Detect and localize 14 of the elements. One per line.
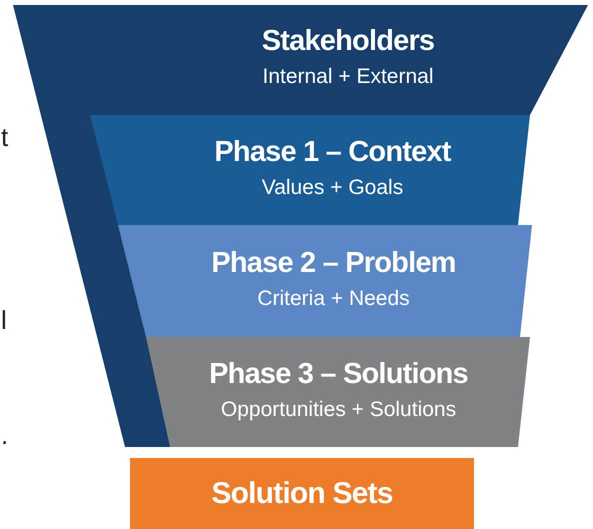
band-title: Stakeholders [260, 25, 436, 58]
band-subtitle: Criteria + Needs [256, 287, 411, 311]
band-title: Phase 3 – Solutions [208, 358, 469, 391]
band-title: Phase 1 – Context [213, 136, 452, 169]
cut-off-text: . [1, 420, 8, 451]
band-title: Solution Sets [210, 477, 394, 511]
output-box [130, 458, 474, 529]
band-subtitle: Values + Goals [260, 176, 404, 200]
funnel-band [146, 337, 530, 447]
cut-off-text: t [1, 122, 8, 153]
band-subtitle: Internal + External [261, 65, 434, 89]
band-title: Phase 2 – Problem [210, 247, 457, 280]
cut-off-text: l [1, 305, 7, 336]
band-subtitle: Opportunities + Solutions [220, 398, 458, 422]
